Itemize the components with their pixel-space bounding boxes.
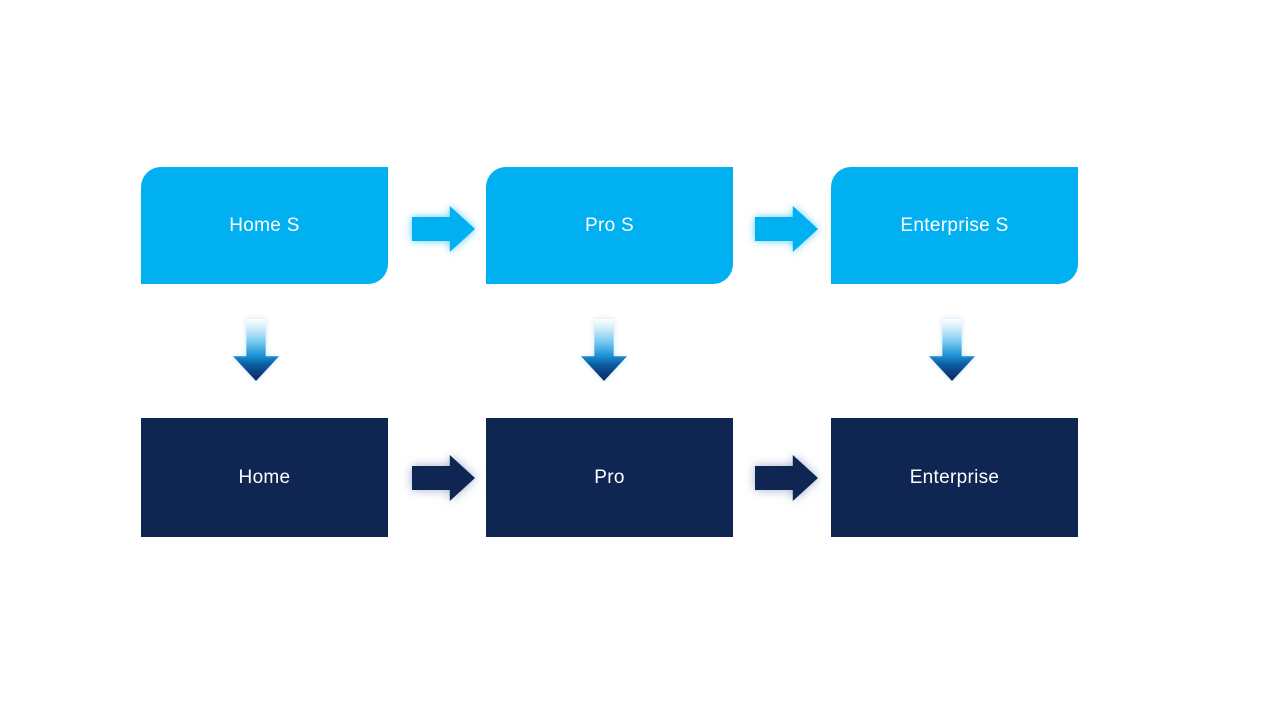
- node-home-s: Home S: [141, 167, 388, 284]
- down-arrow-shape: [929, 319, 975, 381]
- right-arrow-shape: [755, 455, 818, 501]
- right-arrow-shape: [412, 455, 475, 501]
- node-enterprise-s: Enterprise S: [831, 167, 1078, 284]
- node-home: Home: [141, 418, 388, 537]
- down-arrow-shape: [233, 319, 279, 381]
- right-arrow-icon: [412, 206, 475, 252]
- node-label: Pro S: [584, 214, 635, 236]
- right-arrow-icon: [412, 455, 475, 501]
- right-arrow-icon: [755, 206, 818, 252]
- node-label: Pro: [594, 466, 625, 488]
- right-arrow-shape: [412, 206, 475, 252]
- down-arrow-icon: [929, 319, 975, 381]
- node-enterprise: Enterprise: [831, 418, 1078, 537]
- down-arrow-shape: [581, 319, 627, 381]
- node-pro-s: Pro S: [486, 167, 733, 284]
- node-pro: Pro: [486, 418, 733, 537]
- right-arrow-icon: [755, 455, 818, 501]
- node-label: Home S: [229, 214, 300, 236]
- node-label: Home: [238, 466, 291, 488]
- right-arrow-shape: [755, 206, 818, 252]
- node-label: Enterprise S: [900, 214, 1009, 236]
- node-label: Enterprise: [909, 466, 1000, 488]
- down-arrow-icon: [581, 319, 627, 381]
- down-arrow-icon: [233, 319, 279, 381]
